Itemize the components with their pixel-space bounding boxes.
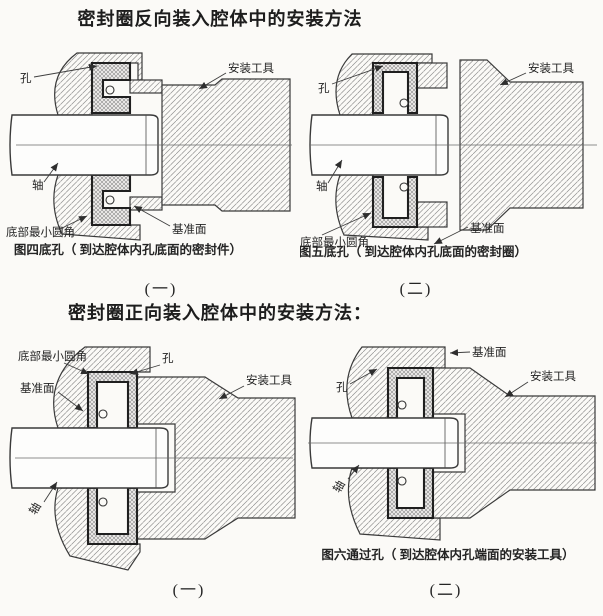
fillet-leader — [59, 215, 88, 230]
figure-5-caption: 图五底孔（ 到达腔体内孔底面的密封圈） — [300, 244, 527, 259]
figure-6-caption: 图六通过孔（ 到达腔体内孔端面的安装工具） — [321, 547, 574, 562]
tool-nose-upper — [416, 62, 448, 89]
fillet-label: 底部最小圆角 — [18, 349, 87, 363]
figure-6-drawing: 基准面 孔 安装工具 轴 图六通过孔（ 到达腔体内孔端面的安装工具） (二) — [308, 346, 597, 599]
garter-spring — [399, 182, 409, 192]
garter-spring — [399, 98, 409, 108]
fillet-label: 底部最小圆角 — [6, 225, 75, 239]
shaft-leader — [43, 481, 58, 503]
figure-6-number: (二) — [430, 582, 463, 599]
datum-label: 基准面 — [470, 222, 505, 235]
fillet-leader — [321, 212, 372, 236]
tool-label: 安装工具 — [528, 61, 574, 75]
hole-label: 孔 — [162, 352, 174, 365]
garter-spring — [105, 85, 115, 95]
shaft-leader — [327, 159, 343, 184]
seal-upper-section — [386, 366, 435, 420]
tool-nose-upper — [129, 79, 163, 94]
datum-leader — [133, 205, 171, 227]
shaft-leader — [43, 162, 59, 183]
datum-leader — [449, 349, 471, 357]
tool-label: 安装工具 — [228, 61, 274, 75]
seal-lower-section — [386, 466, 435, 520]
hole-leader — [331, 65, 384, 85]
garter-spring — [397, 476, 407, 486]
shaft-label: 轴 — [26, 500, 44, 517]
tool-leader — [218, 385, 245, 400]
fillet-label: 底部最小圆角 — [300, 235, 369, 249]
tool-nose-lower — [416, 201, 448, 228]
datum-label: 基准面 — [172, 223, 207, 236]
tool-label: 安装工具 — [246, 373, 292, 387]
fillet-leader — [63, 362, 90, 375]
tool-leader — [499, 72, 527, 86]
figure-forward-1-drawing: 底部最小圆角 孔 基准面 安装工具 轴 (一) — [9, 346, 296, 599]
shaft-label: 轴 — [32, 178, 44, 192]
datum-label: 基准面 — [472, 346, 507, 359]
figure-4-number: (一) — [145, 281, 178, 298]
section-title-reverse: 密封圈反向装入腔体中的安装方法 — [77, 9, 363, 29]
shaft-label: 轴 — [330, 478, 348, 495]
hole-leader — [129, 364, 161, 376]
hole-label: 孔 — [20, 72, 32, 85]
seal-lower-section — [371, 175, 419, 229]
hole-leader — [349, 368, 378, 385]
seal-lower-section — [90, 173, 132, 227]
shaft-leader — [347, 464, 360, 480]
seal-lower-section — [86, 486, 139, 546]
section-title-forward: 密封圈正向装入腔体中的安装方法： — [68, 303, 372, 323]
tool-nose-lower — [129, 196, 163, 211]
figure-5-drawing: 孔 安装工具 轴 底部最小圆角 基准面 图五底孔（ 到达腔体内孔底面的密封圈） … — [300, 53, 597, 298]
figure-4-drawing: 孔 安装工具 轴 底部最小圆角 基准面 图四底孔（ 到达腔体内孔底面的密封件） … — [6, 52, 292, 298]
seal-upper-section — [371, 61, 419, 115]
seal-upper-section — [90, 61, 132, 115]
hole-leader — [33, 63, 98, 78]
garter-spring — [98, 409, 108, 419]
datum-leader — [57, 391, 84, 412]
garter-spring — [397, 400, 407, 410]
figure-forward-1-number: (一) — [173, 582, 206, 599]
garter-spring — [98, 497, 108, 507]
figure-5-number: (二) — [400, 281, 433, 298]
shaft-label: 轴 — [316, 179, 328, 193]
garter-spring — [105, 195, 115, 205]
datum-label: 基准面 — [20, 382, 55, 395]
seal-upper-section — [86, 370, 139, 430]
tool-leader — [198, 72, 227, 90]
hole-label: 孔 — [318, 82, 330, 95]
tool-label: 安装工具 — [530, 369, 576, 383]
figure-4-caption: 图四底孔（ 到达腔体内孔底面的密封件） — [14, 242, 242, 257]
hole-label: 孔 — [336, 381, 348, 394]
tool-leader — [504, 381, 529, 398]
datum-leader — [433, 226, 469, 245]
